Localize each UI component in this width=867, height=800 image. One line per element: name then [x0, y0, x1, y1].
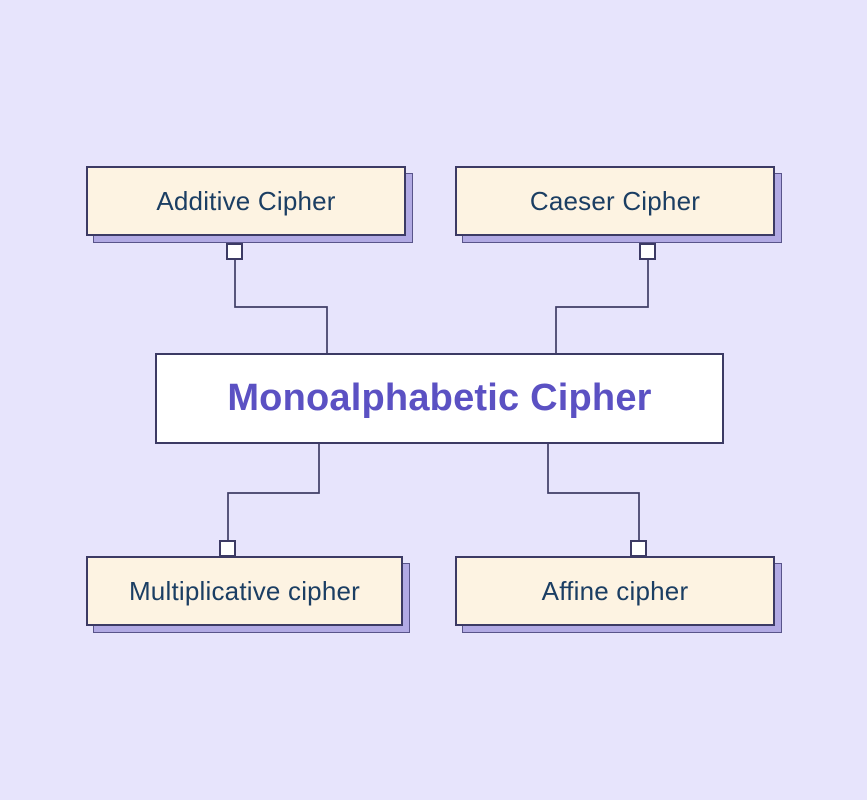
- node-label: Affine cipher: [541, 575, 689, 606]
- node-face: Additive Cipher: [86, 166, 406, 236]
- node-face: Caeser Cipher: [455, 166, 775, 236]
- node-face: Affine cipher: [455, 556, 775, 626]
- connection-anchor-additive: [226, 243, 243, 260]
- node-caeser-cipher: Caeser Cipher: [455, 166, 782, 243]
- node-label: Additive Cipher: [156, 185, 336, 216]
- node-multiplicative-cipher: Multiplicative cipher: [86, 556, 410, 633]
- node-label: Monoalphabetic Cipher: [227, 377, 652, 419]
- connector-center-to-affine: [547, 443, 640, 541]
- node-face: Monoalphabetic Cipher: [155, 353, 724, 444]
- node-label: Multiplicative cipher: [128, 575, 361, 606]
- node-face: Multiplicative cipher: [86, 556, 403, 626]
- node-monoalphabetic-cipher: Monoalphabetic Cipher: [155, 353, 724, 444]
- connector-additive-to-center: [234, 260, 328, 354]
- connector-center-to-multiplicative: [227, 443, 320, 541]
- connection-anchor-caeser: [639, 243, 656, 260]
- node-additive-cipher: Additive Cipher: [86, 166, 413, 243]
- node-label: Caeser Cipher: [529, 185, 701, 216]
- connection-anchor-multiplicative: [219, 540, 236, 557]
- connection-anchor-affine: [630, 540, 647, 557]
- connector-caeser-to-center: [555, 260, 649, 354]
- node-affine-cipher: Affine cipher: [455, 556, 782, 633]
